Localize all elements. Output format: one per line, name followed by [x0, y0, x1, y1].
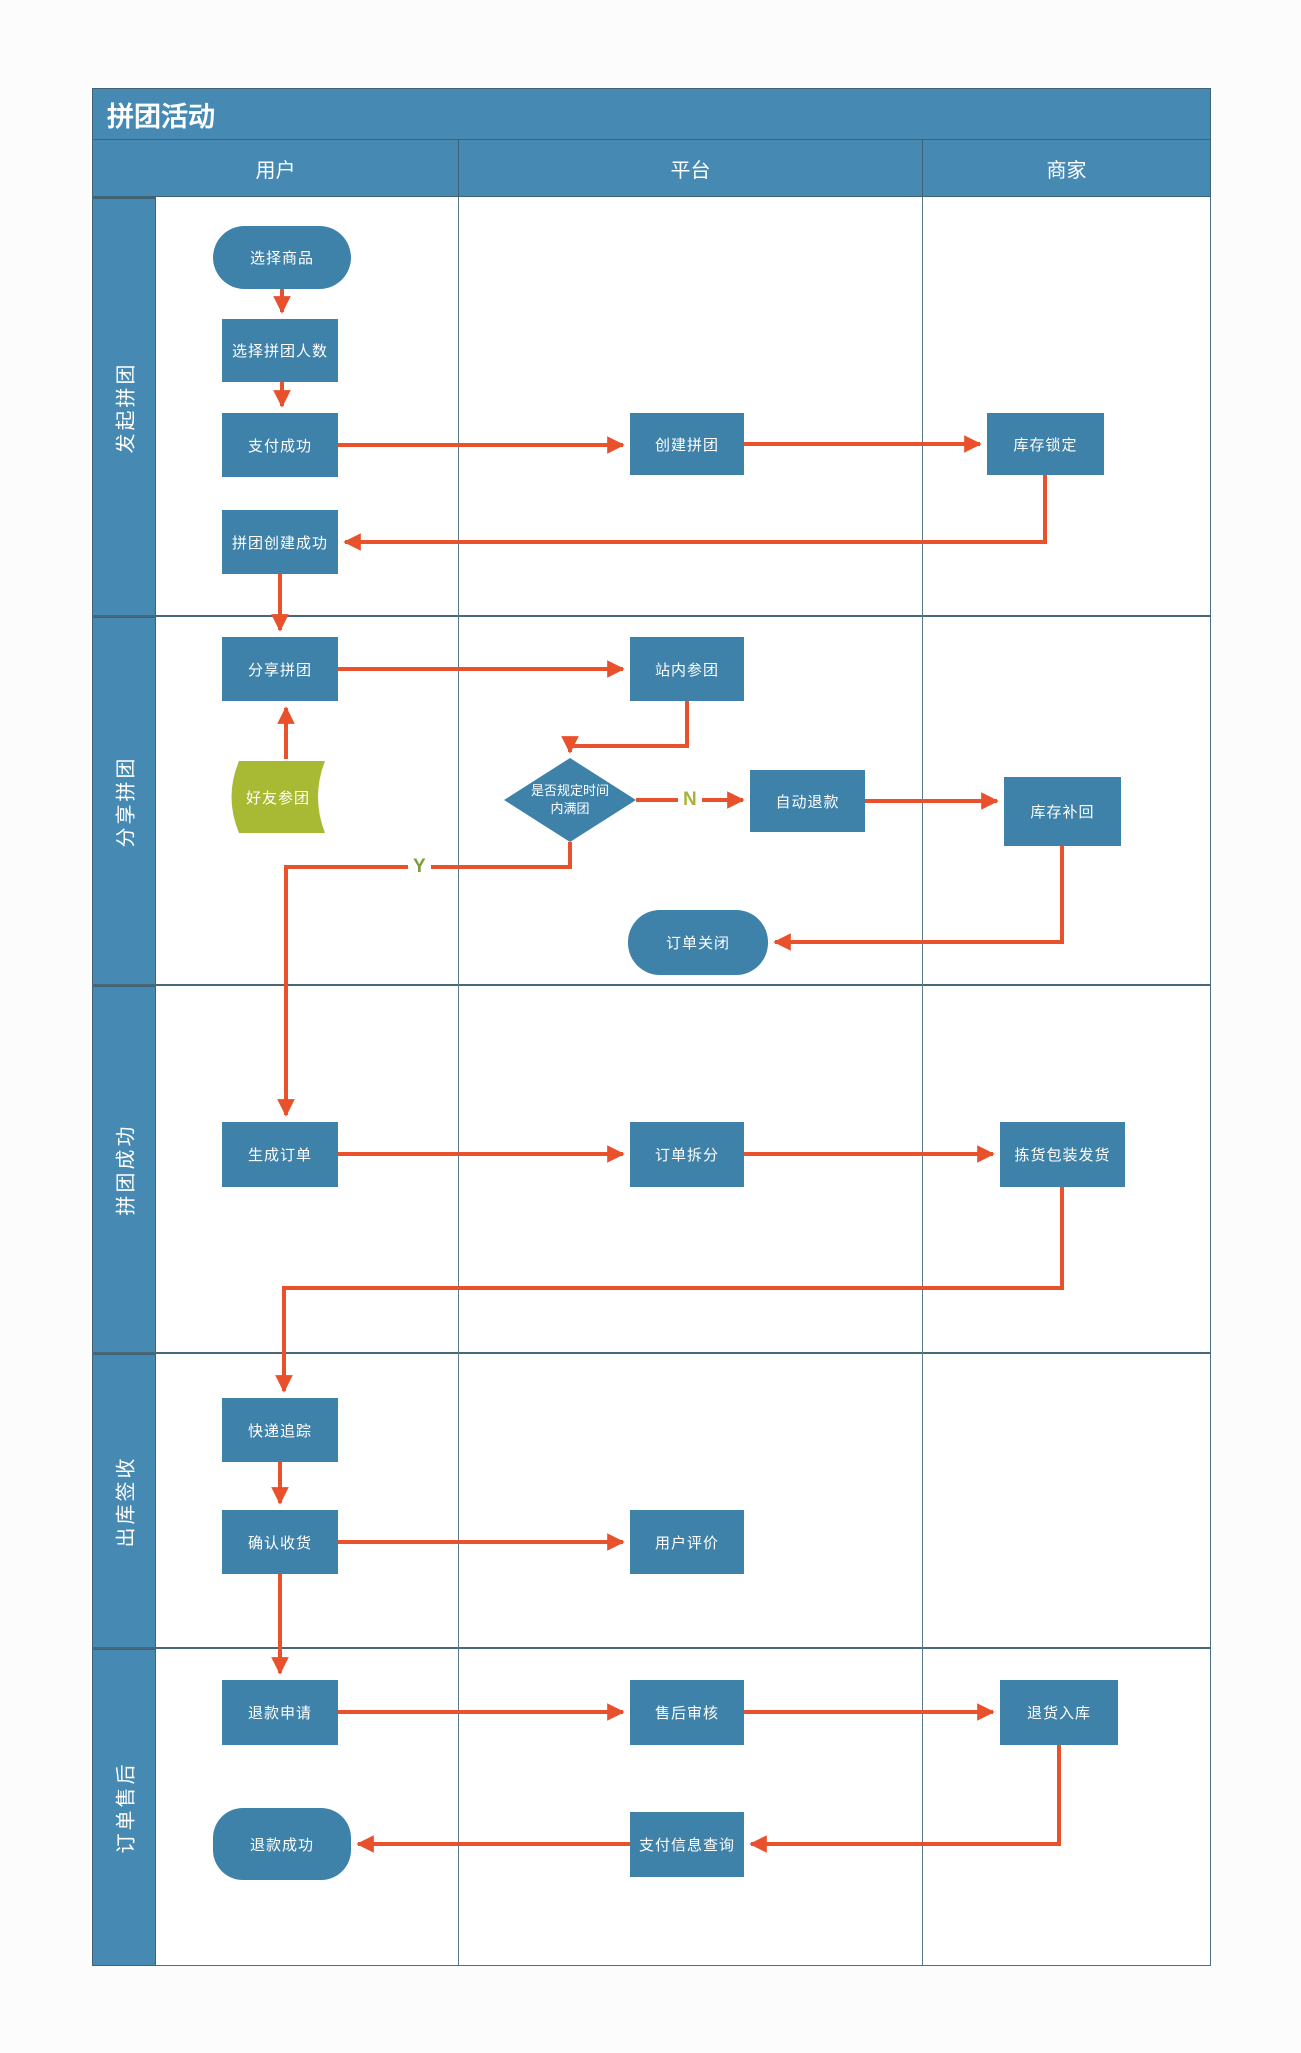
node-label: 快递追踪 — [247, 1422, 312, 1440]
node-label: 选择商品 — [249, 250, 314, 267]
node-label: 自动退款 — [775, 793, 840, 811]
node-aftersale-review: 售后审核 — [630, 1680, 744, 1745]
node-label: 生成订单 — [247, 1147, 312, 1164]
column-header-merchant: 商家 — [922, 140, 1211, 197]
edge-return-stock-to-payment-query — [749, 1745, 1061, 1853]
node-refund-success: 退款成功 — [213, 1808, 351, 1880]
node-payment-info-query: 支付信息查询 — [630, 1812, 744, 1877]
diagram-title-text: 拼团活动 — [107, 101, 215, 132]
column-divider — [458, 197, 459, 1966]
node-express-track: 快递追踪 — [222, 1398, 338, 1462]
lane-label-delivery: 出库签收 — [92, 1353, 156, 1648]
node-label: 创建拼团 — [654, 436, 719, 454]
node-group-created: 拼团创建成功 — [222, 510, 338, 574]
node-label: 站内参团 — [654, 661, 719, 679]
node-label: 订单关闭 — [665, 935, 730, 952]
node-confirm-receipt: 确认收货 — [222, 1510, 338, 1574]
node-create-group: 创建拼团 — [630, 413, 744, 475]
node-stock-restore: 库存补回 — [1004, 777, 1121, 846]
decision-yes-label: Y — [408, 857, 431, 876]
node-label: 拼团创建成功 — [231, 534, 328, 552]
edge-decision-yes-to-gen-order — [277, 842, 572, 1117]
column-header-label: 商家 — [1046, 159, 1087, 182]
lane-divider — [92, 1352, 1211, 1354]
curved-tape-shape — [231, 761, 325, 833]
node-user-review: 用户评价 — [630, 1510, 744, 1574]
node-refund-apply: 退款申请 — [222, 1680, 338, 1745]
node-auto-refund: 自动退款 — [750, 770, 865, 832]
node-label: 退货入库 — [1026, 1705, 1091, 1722]
node-label: 选择拼团人数 — [231, 343, 328, 360]
edge-join-onsite-to-decision — [561, 701, 689, 754]
node-label: 售后审核 — [654, 1705, 719, 1722]
node-label: 库存补回 — [1030, 804, 1095, 821]
node-pick-pack-ship: 拣货包装发货 — [1000, 1122, 1125, 1187]
node-gen-order: 生成订单 — [222, 1122, 338, 1187]
node-label: 支付信息查询 — [638, 1837, 735, 1854]
node-label: 支付成功 — [247, 437, 312, 455]
lane-divider — [92, 984, 1211, 986]
lane-label-aftersale: 订单售后 — [92, 1648, 156, 1966]
node-label: 分享拼团 — [247, 661, 312, 679]
edge-stock-restore-to-order-closed — [773, 846, 1064, 951]
node-join-onsite: 站内参团 — [630, 637, 744, 701]
node-share-group: 分享拼团 — [222, 637, 338, 701]
column-header-label: 平台 — [670, 159, 711, 182]
node-label: 用户评价 — [654, 1534, 719, 1552]
node-label: 订单拆分 — [654, 1147, 719, 1164]
lane-divider — [92, 615, 1211, 617]
node-stock-lock: 库存锁定 — [987, 413, 1104, 475]
node-friend-join: 好友参团 — [219, 761, 337, 833]
node-label: 库存锁定 — [1013, 436, 1078, 454]
node-label: 拣货包装发货 — [1014, 1147, 1111, 1164]
lane-label-success: 拼团成功 — [92, 985, 156, 1353]
node-select-product: 选择商品 — [213, 226, 351, 289]
column-header-platform: 平台 — [458, 140, 923, 197]
column-header-user: 用户 — [92, 140, 459, 197]
node-label: 退款申请 — [247, 1705, 312, 1722]
node-label: 是否规定时间内满团 — [530, 783, 609, 816]
lane-label-initiate: 发起拼团 — [92, 197, 156, 616]
node-order-closed: 订单关闭 — [628, 910, 768, 975]
diagram-title: 拼团活动 — [92, 88, 1211, 140]
node-pay-success: 支付成功 — [222, 413, 338, 477]
node-label: 好友参团 — [245, 789, 310, 807]
node-order-split: 订单拆分 — [630, 1122, 744, 1187]
edge-stock-lock-to-group-created — [343, 475, 1047, 551]
column-header-label: 用户 — [255, 159, 296, 182]
node-label: 退款成功 — [249, 1836, 314, 1854]
decision-no-label: N — [678, 790, 702, 809]
edge-pick-pack-to-express-track — [275, 1187, 1064, 1393]
node-label: 确认收货 — [247, 1534, 312, 1552]
lane-divider — [92, 1647, 1211, 1649]
column-divider — [922, 197, 923, 1966]
node-select-count: 选择拼团人数 — [222, 319, 338, 382]
node-return-stock: 退货入库 — [1000, 1680, 1118, 1745]
